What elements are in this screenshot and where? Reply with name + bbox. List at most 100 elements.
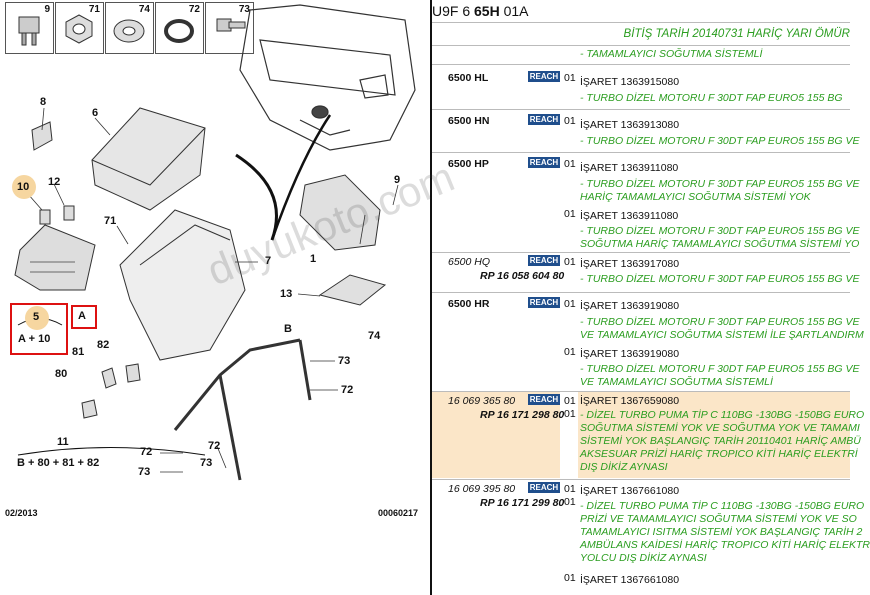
highlight-marker: [12, 175, 36, 199]
reach-badge: REACH: [528, 297, 560, 308]
part-code: 6500 HQ: [448, 256, 491, 268]
reference-number: İŞARET 1363913080: [580, 119, 680, 131]
row-divider: [432, 152, 850, 153]
part-icon-label: 73: [238, 4, 250, 15]
row-condition: PRİZİ VE TAMAMLAYICI SOĞUTMA SİSTEMİ YOK…: [580, 513, 857, 525]
reference-number: İŞARET 1363917080: [580, 258, 680, 270]
row-condition: SİSTEMİ YOK BAŞLANGIÇ TARİH 20110401 HAR…: [580, 435, 861, 447]
row-condition: - DİZEL TURBO PUMA TİP C 110BG -130BG -1…: [580, 409, 865, 421]
row-condition: - TAMAMLAYICI SOĞUTMA SİSTEMLİ: [580, 48, 763, 60]
quantity: 01: [564, 483, 576, 495]
selected-row-highlight: [578, 392, 850, 478]
row-condition: VE TAMAMLAYICI SOĞUTMA SİSTEMİ İLE ŞARTL…: [580, 329, 864, 341]
callout-9[interactable]: 9: [394, 174, 401, 186]
callout-5[interactable]: 5: [33, 311, 40, 323]
callout-74[interactable]: 74: [368, 330, 381, 342]
row-divider: [432, 109, 850, 110]
part-icon-label: 74: [138, 4, 150, 15]
pane-divider[interactable]: [430, 0, 432, 595]
row-divider: [432, 252, 850, 253]
callout-73[interactable]: 73: [200, 457, 213, 469]
reference-number: İŞARET 1367661080: [580, 485, 680, 497]
part-icon-9[interactable]: 9: [5, 2, 54, 54]
reach-badge: REACH: [528, 157, 560, 168]
quantity: 01: [564, 115, 576, 127]
replacement-part: RP 16 171 299 80: [480, 497, 565, 509]
quantity: 01: [564, 572, 576, 584]
callout-72[interactable]: 72: [341, 384, 354, 396]
part-icon-71[interactable]: 71: [55, 2, 104, 54]
row-condition: - TURBO DİZEL MOTORU F 30DT FAP EURO5 15…: [580, 363, 860, 375]
reach-badge: REACH: [528, 394, 560, 405]
callout-11[interactable]: 11: [57, 436, 69, 448]
reference-number: İŞARET 1363911080: [580, 162, 679, 174]
callout-8[interactable]: 8: [40, 96, 47, 108]
row-divider: [432, 391, 850, 392]
callout-82[interactable]: 82: [97, 339, 110, 351]
row-condition: VE TAMAMLAYICI SOĞUTMA SİSTEMLİ: [580, 376, 773, 388]
quantity: 01: [564, 395, 576, 407]
quantity: 01: [564, 158, 576, 170]
callout-a[interactable]: A: [78, 310, 86, 322]
callout-81[interactable]: 81: [72, 346, 85, 358]
quantity: 01: [564, 256, 576, 268]
quantity: 01: [564, 496, 576, 508]
row-condition: DIŞ DİKİZ AYNASI: [580, 461, 668, 473]
diagram-date: 02/2013: [5, 508, 38, 518]
callout-73[interactable]: 73: [338, 355, 351, 367]
selected-group-box[interactable]: [10, 303, 68, 355]
part-code: 6500 HL: [448, 72, 489, 84]
replacement-part: RP 16 058 604 80: [480, 270, 565, 282]
parts-diagram: 9 71 74 72 73: [0, 0, 430, 595]
row-condition: SOĞUTMA HARİÇ TAMAMLAYICI SOĞUTMA SİSTEM…: [580, 238, 860, 250]
callout-1[interactable]: 1: [310, 253, 317, 265]
callout-12[interactable]: 12: [48, 176, 61, 188]
row-condition: - TURBO DİZEL MOTORU F 30DT FAP EURO5 15…: [580, 273, 860, 285]
ring-icon: [164, 19, 194, 43]
row-condition: YOLCU DIŞ DİKİZ AYNASI: [580, 552, 707, 564]
reach-badge: REACH: [528, 482, 560, 493]
part-icon-72[interactable]: 72: [155, 2, 204, 54]
row-condition: - TURBO DİZEL MOTORU F 30DT FAP EURO5 15…: [580, 225, 860, 237]
callout-b[interactable]: B: [284, 323, 292, 335]
callout-72[interactable]: 72: [140, 446, 153, 458]
part-code: 6500 HR: [448, 298, 490, 310]
highlight-marker: [25, 306, 49, 330]
row-divider: [432, 64, 850, 65]
callout-7[interactable]: 7: [265, 255, 272, 267]
part-icon-74[interactable]: 74: [105, 2, 154, 54]
parts-list: U9F 6 65H 01A BİTİŞ TARİH 20140731 HARİÇ…: [432, 0, 870, 595]
reference-number: İŞARET 1363911080: [580, 210, 679, 222]
row-condition: - TURBO DİZEL MOTORU F 30DT FAP EURO5 15…: [580, 316, 860, 328]
model-prefix: U9F 6: [432, 3, 475, 19]
reference-number: İŞARET 1363919080: [580, 348, 680, 360]
replacement-part: RP 16 171 298 80: [480, 409, 565, 421]
row-divider: [432, 292, 850, 293]
washer-icon: [113, 19, 145, 43]
callout-72[interactable]: 72: [208, 440, 221, 452]
callout-10[interactable]: 10: [17, 181, 30, 193]
nut-icon: [65, 14, 93, 44]
condition-banner: BİTİŞ TARİH 20140731 HARİÇ YARI ÖMÜR: [432, 22, 850, 46]
callout-13[interactable]: 13: [280, 288, 293, 300]
part-icon-label: 9: [44, 4, 50, 15]
row-condition: AKSESUAR PRİZİ HARİÇ TROPICO KİTİ HARİÇ …: [580, 448, 858, 460]
reach-badge: REACH: [528, 114, 560, 125]
row-condition: AMBÜLANS KAİDESİ HARİÇ TROPICO KİTİ HARİ…: [580, 539, 870, 551]
callout-71[interactable]: 71: [104, 215, 117, 227]
callout-b-plus-80-81-82[interactable]: B + 80 + 81 + 82: [17, 457, 100, 469]
row-condition: HARİÇ TAMAMLAYICI SOĞUTMA SİSTEMİ YOK: [580, 191, 811, 203]
reach-badge: REACH: [528, 255, 560, 266]
selected-item-box[interactable]: [71, 305, 97, 329]
exploded-view-drawing: [14, 4, 416, 481]
selected-row-highlight: [432, 392, 560, 478]
callout-73[interactable]: 73: [138, 466, 151, 478]
diagram-code: 00060217: [378, 508, 419, 518]
row-condition: - TURBO DİZEL MOTORU F 30DT FAP EURO5 15…: [580, 92, 843, 104]
quantity: 01: [564, 346, 576, 358]
part-code: 16 069 365 80: [448, 395, 516, 407]
callout-a-plus-10[interactable]: A + 10: [18, 333, 51, 345]
callout-6[interactable]: 6: [92, 107, 99, 119]
part-icon-73[interactable]: 73: [205, 2, 254, 54]
callout-80[interactable]: 80: [55, 368, 68, 380]
